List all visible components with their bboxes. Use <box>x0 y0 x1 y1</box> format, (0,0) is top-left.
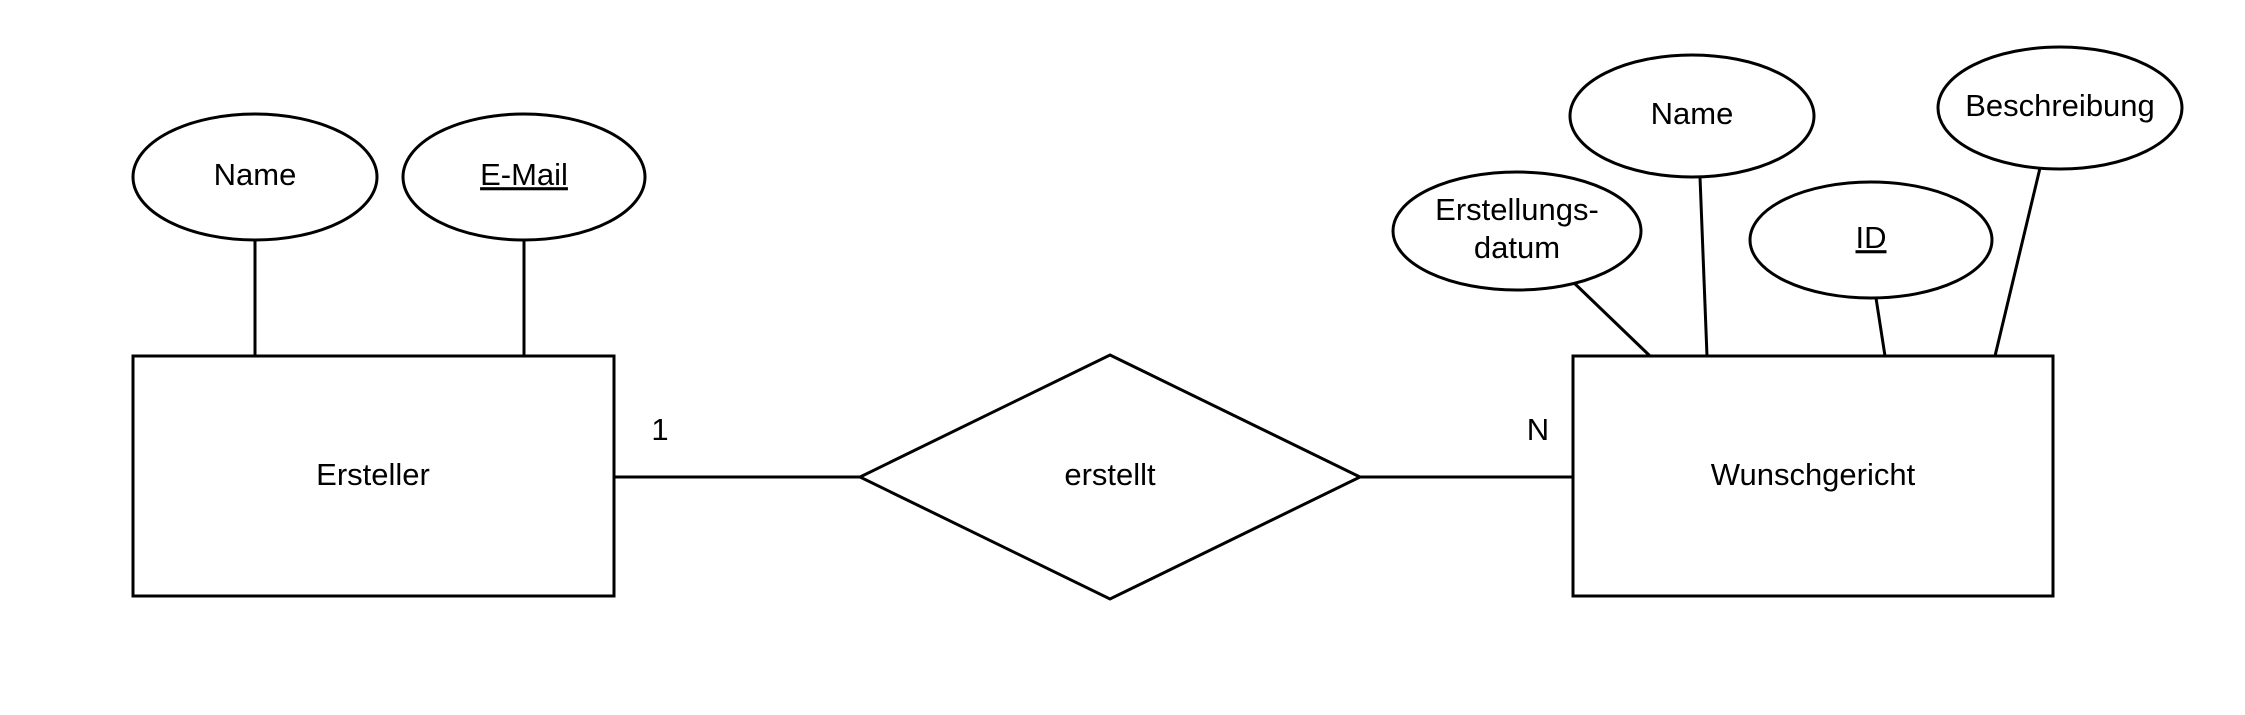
cardinality-label-card-right: N <box>1527 412 1549 447</box>
cardinality-label-card-left: 1 <box>651 412 668 447</box>
entity-wunschgericht[interactable]: Wunschgericht <box>1571 354 2055 598</box>
attribute-ellipse-ersteller-email[interactable] <box>401 112 647 242</box>
attribute-ellipse-wunschgericht-erstellungsdatum[interactable] <box>1391 170 1643 292</box>
attribute-label-wunschgericht-beschreibung: Beschreibung <box>1965 88 2155 123</box>
attribute-connector-wunschgericht-name <box>1698 176 1709 357</box>
attribute-label-wunschgericht-id: ID <box>1856 220 1887 255</box>
entities-layer: Ersteller Wunschgericht <box>131 354 2055 598</box>
entity-box-ersteller[interactable] <box>131 354 616 598</box>
entity-label-wunschgericht: Wunschgericht <box>1711 457 1916 492</box>
attribute-ellipse-wunschgericht-id[interactable] <box>1748 180 1994 300</box>
attribute-wunschgericht-name[interactable]: Name <box>1568 53 1816 179</box>
relationships-layer: erstellt <box>856 353 1364 601</box>
attribute-connector-wunschgericht-erstellungsdatum <box>1569 278 1652 358</box>
attribute-connectors-layer <box>253 167 2042 358</box>
attribute-ellipse-ersteller-name[interactable] <box>131 112 379 242</box>
attribute-wunschgericht-erstellungsdatum[interactable]: Erstellungs-datum <box>1391 170 1643 292</box>
relationship-erstellt[interactable]: erstellt <box>856 353 1364 601</box>
attribute-label-ersteller-email: E-Mail <box>480 157 568 192</box>
attribute-connector-wunschgericht-beschreibung <box>1993 167 2042 357</box>
entity-ersteller[interactable]: Ersteller <box>131 354 616 598</box>
entity-box-wunschgericht[interactable] <box>1571 354 2055 598</box>
attribute-ersteller-email[interactable]: E-Mail <box>401 112 647 242</box>
attribute-connector-wunschgericht-id <box>1874 297 1887 357</box>
attribute-label-wunschgericht-erstellungsdatum-line2: datum <box>1474 230 1560 265</box>
attribute-label-wunschgericht-erstellungsdatum-line1: Erstellungs- <box>1435 192 1599 227</box>
relationship-diamond-erstellt[interactable] <box>856 353 1364 601</box>
entity-label-ersteller: Ersteller <box>316 457 430 492</box>
attribute-wunschgericht-beschreibung[interactable]: Beschreibung <box>1936 45 2184 171</box>
attribute-label-wunschgericht-name: Name <box>1651 96 1734 131</box>
attribute-ellipse-wunschgericht-name[interactable] <box>1568 53 1816 179</box>
attribute-label-ersteller-name: Name <box>214 157 297 192</box>
relationship-label-erstellt: erstellt <box>1064 457 1156 492</box>
attribute-wunschgericht-id[interactable]: ID <box>1748 180 1994 300</box>
attribute-ersteller-name[interactable]: Name <box>131 112 379 242</box>
attribute-ellipse-wunschgericht-beschreibung[interactable] <box>1936 45 2184 171</box>
